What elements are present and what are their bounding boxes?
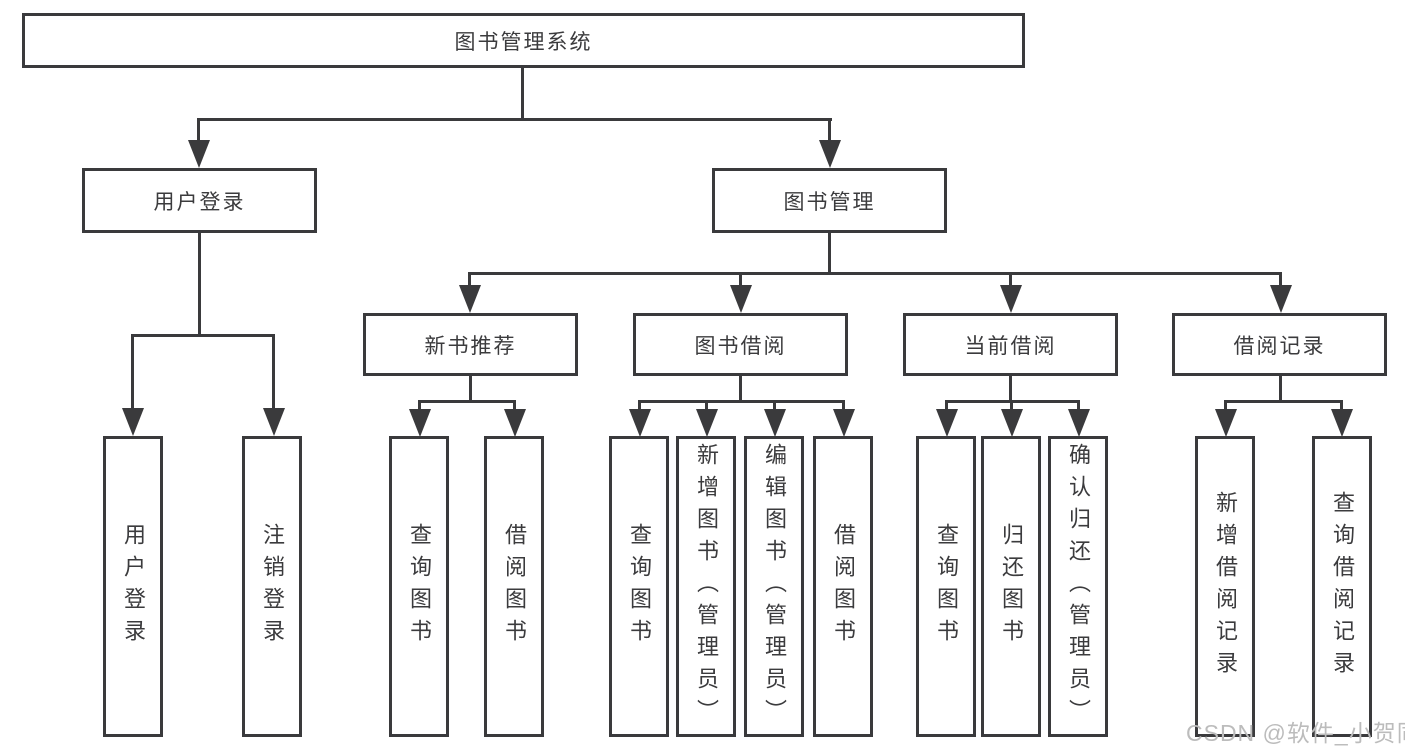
- leaf-query-books-current: 查询图书: [916, 436, 976, 737]
- connector-line: [131, 334, 275, 337]
- arrowhead-icon: [459, 285, 481, 313]
- arrowhead-icon: [819, 140, 841, 168]
- leaf-return-books: 归还图书: [981, 436, 1041, 737]
- leaf-edit-books-admin: 编辑图书（管理员）: [744, 436, 804, 737]
- arrowhead-icon: [764, 409, 786, 437]
- connector-line: [638, 400, 641, 412]
- leaf-confirm-return-admin: 确认归还（管理员）: [1048, 436, 1108, 737]
- leaf-query-books-recommend: 查询图书: [389, 436, 449, 737]
- connector-line: [739, 376, 742, 402]
- connector-line: [468, 272, 471, 288]
- connector-line: [638, 400, 845, 403]
- connector-line: [828, 233, 831, 275]
- arrowhead-icon: [188, 140, 210, 168]
- connector-line: [469, 376, 472, 402]
- connector-line: [945, 400, 948, 412]
- connector-line: [418, 400, 421, 412]
- connector-line: [131, 334, 134, 410]
- connector-line: [1340, 400, 1343, 412]
- arrowhead-icon: [504, 409, 526, 437]
- connector-line: [705, 400, 708, 412]
- connector-line: [1077, 400, 1080, 412]
- arrowhead-icon: [1331, 409, 1353, 437]
- arrowhead-icon: [263, 408, 285, 436]
- arrowhead-icon: [409, 409, 431, 437]
- connector-line: [1224, 400, 1343, 403]
- node-borrowing-records: 借阅记录: [1172, 313, 1387, 376]
- node-new-book-recommendation: 新书推荐: [363, 313, 578, 376]
- arrowhead-icon: [1001, 409, 1023, 437]
- connector-line: [198, 118, 832, 121]
- connector-line: [197, 118, 200, 142]
- connector-line: [1010, 400, 1013, 412]
- node-book-borrowing: 图书借阅: [633, 313, 848, 376]
- arrowhead-icon: [833, 409, 855, 437]
- connector-line: [842, 400, 845, 412]
- arrowhead-icon: [1215, 409, 1237, 437]
- node-library-system: 图书管理系统: [22, 13, 1025, 68]
- node-user-login: 用户登录: [82, 168, 317, 233]
- arrowhead-icon: [122, 408, 144, 436]
- connector-line: [272, 334, 275, 410]
- connector-line: [1279, 376, 1282, 402]
- arrowhead-icon: [696, 409, 718, 437]
- leaf-borrow-books-borrowing: 借阅图书: [813, 436, 873, 737]
- connector-line: [739, 272, 742, 288]
- leaf-user-login: 用户登录: [103, 436, 163, 737]
- connector-line: [828, 118, 831, 142]
- connector-line: [418, 400, 516, 403]
- connector-line: [1009, 376, 1012, 402]
- leaf-borrow-books-recommend: 借阅图书: [484, 436, 544, 737]
- connector-line: [521, 68, 524, 120]
- connector-line: [1224, 400, 1227, 412]
- arrowhead-icon: [1068, 409, 1090, 437]
- csdn-watermark: CSDN @软件_小贺同学: [1186, 720, 1405, 746]
- connector-line: [513, 400, 516, 412]
- arrowhead-icon: [936, 409, 958, 437]
- connector-line: [773, 400, 776, 412]
- connector-line: [1009, 272, 1012, 288]
- leaf-query-borrow-record: 查询借阅记录: [1312, 436, 1372, 737]
- connector-line: [198, 233, 201, 337]
- arrowhead-icon: [1000, 285, 1022, 313]
- connector-line: [1279, 272, 1282, 288]
- arrowhead-icon: [629, 409, 651, 437]
- connector-line: [468, 272, 1282, 275]
- arrowhead-icon: [1270, 285, 1292, 313]
- leaf-query-books-borrowing: 查询图书: [609, 436, 669, 737]
- leaf-add-borrow-record: 新增借阅记录: [1195, 436, 1255, 737]
- arrowhead-icon: [730, 285, 752, 313]
- node-current-borrowing: 当前借阅: [903, 313, 1118, 376]
- leaf-logout: 注销登录: [242, 436, 302, 737]
- node-book-management: 图书管理: [712, 168, 947, 233]
- leaf-add-books-admin: 新增图书（管理员）: [676, 436, 736, 737]
